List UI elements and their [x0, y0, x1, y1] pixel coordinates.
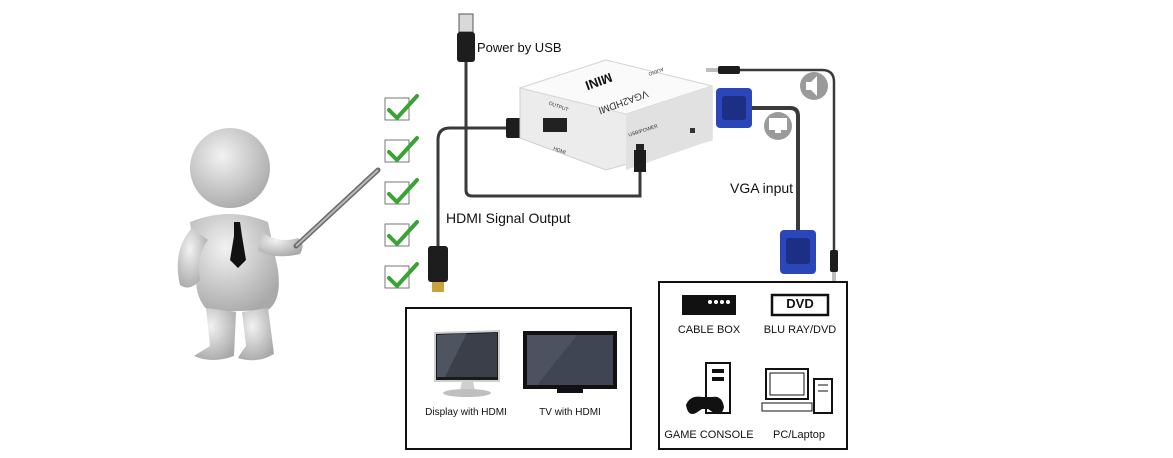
hdmi-output-label: HDMI Signal Output	[446, 210, 571, 226]
power-label: Power by USB	[477, 40, 562, 55]
pc-icon	[761, 368, 833, 414]
source-devices-panel: DVD CABLE BOX BLU RAY/DVD GAME CONSOLE P…	[658, 281, 848, 450]
vga-input-label: VGA input	[730, 180, 794, 196]
presenter-figure	[150, 110, 381, 370]
vga-connector-icon	[716, 88, 752, 128]
dvd-label: BLU RAY/DVD	[763, 324, 837, 336]
checkbox-icon	[384, 94, 419, 289]
usb-plug-icon	[457, 13, 475, 62]
display-icon	[434, 329, 500, 397]
monitor-icon	[764, 112, 792, 140]
output-devices-panel: Display with HDMI TV with HDMI	[405, 307, 632, 450]
cable-box-icon	[682, 295, 736, 315]
pc-label: PC/Laptop	[773, 429, 825, 441]
vga-connector-end-icon	[780, 230, 816, 274]
hdmi-plug-end-icon	[428, 246, 448, 292]
game-console-label: GAME CONSOLE	[664, 429, 754, 441]
dvd-badge: DVD	[786, 296, 814, 311]
tv-label: TV with HDMI	[539, 407, 601, 418]
tv-icon	[523, 331, 617, 393]
checklist	[383, 94, 423, 296]
display-label: Display with HDMI	[425, 407, 507, 418]
game-console-icon	[686, 362, 731, 415]
cable-box-label: CABLE BOX	[677, 324, 741, 336]
audio-jack-icon	[706, 66, 838, 282]
converter-box	[518, 59, 714, 171]
speaker-icon	[800, 72, 828, 100]
dvd-icon	[770, 293, 830, 317]
